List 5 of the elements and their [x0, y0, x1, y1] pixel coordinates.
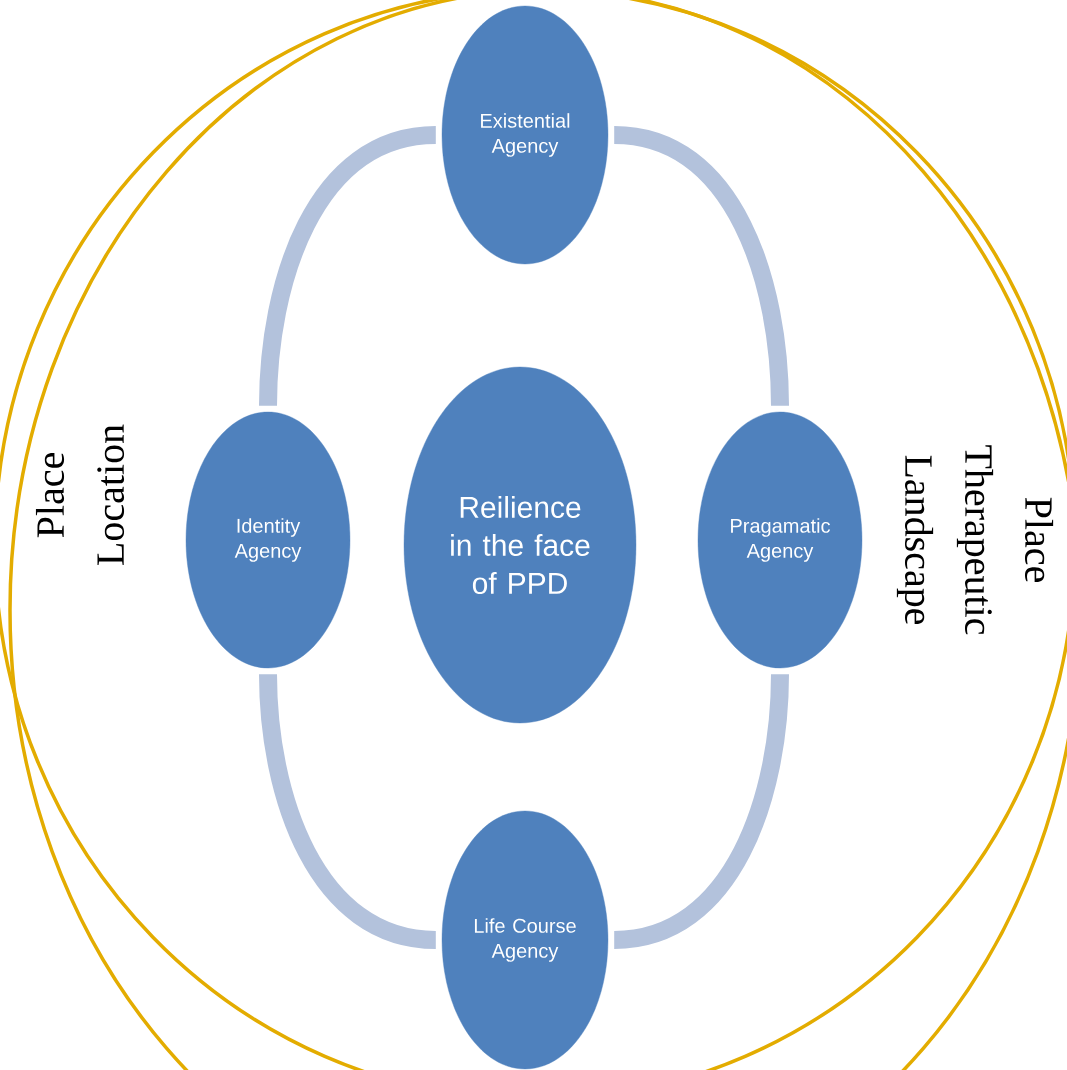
ring-arc	[259, 673, 437, 949]
ring-arc	[613, 126, 789, 407]
place-label: Place Location	[35, 424, 125, 565]
ring-arc	[613, 673, 789, 949]
ring-arc	[259, 126, 437, 407]
